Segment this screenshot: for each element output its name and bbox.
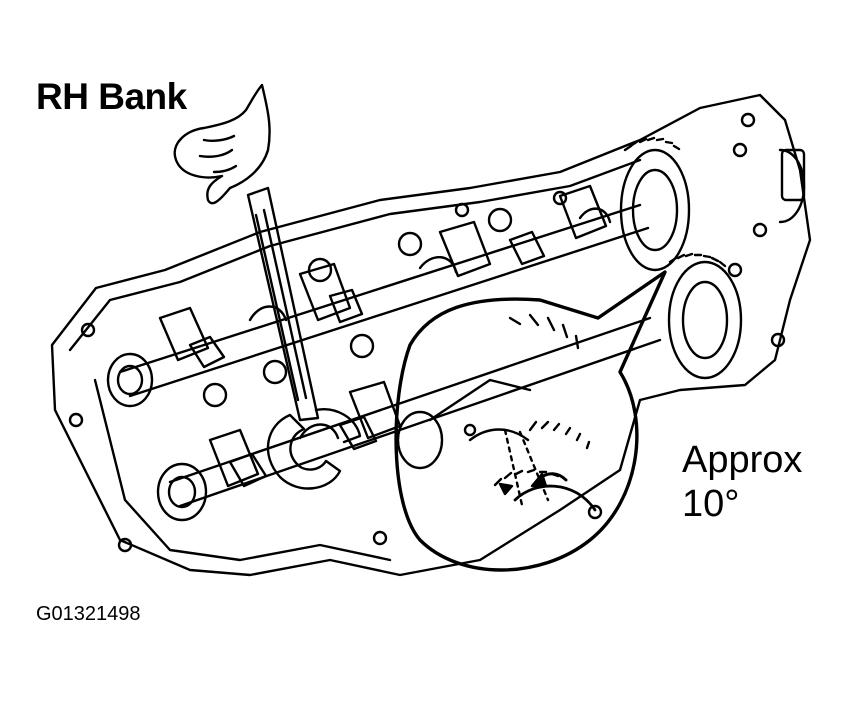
intake-camshaft xyxy=(106,184,650,408)
angle-callout-line2: 10° xyxy=(682,483,740,526)
exhaust-camshaft xyxy=(156,207,662,522)
arrow-icon xyxy=(498,472,568,496)
angle-callout-line1: Approx xyxy=(682,439,803,481)
cylinder-head xyxy=(50,93,812,577)
wrench-icon xyxy=(246,186,362,490)
diagram-title: RH Bank xyxy=(36,76,187,117)
figure-id: G01321498 xyxy=(36,603,141,625)
angle-callout: Approx 10° xyxy=(682,438,802,526)
detail-magnifier xyxy=(394,270,667,572)
hand-icon xyxy=(173,83,271,205)
timing-gear-housing xyxy=(619,136,806,380)
